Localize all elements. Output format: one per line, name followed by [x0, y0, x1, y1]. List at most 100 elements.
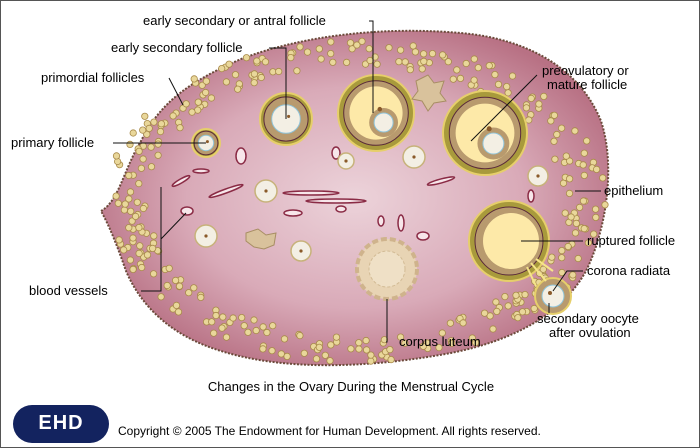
primordial-follicle — [579, 161, 587, 169]
primordial-follicle — [435, 343, 443, 352]
primordial-follicle — [353, 41, 361, 49]
primordial-follicle — [550, 111, 559, 119]
irregular-bodies — [245, 74, 447, 250]
primordial-follicle — [135, 180, 143, 188]
primordial-follicle — [387, 355, 395, 364]
primordial-follicle — [218, 65, 226, 73]
primordial-follicle — [150, 232, 158, 240]
primordial-follicle — [480, 309, 489, 317]
primordial-follicle — [558, 268, 566, 277]
primordial-follicle — [347, 345, 355, 353]
primordial-follicle — [303, 48, 312, 56]
nucleus — [264, 189, 268, 193]
primordial-follicle — [139, 204, 147, 213]
primordial-follicle — [176, 124, 184, 132]
label-primordial-follicles: primordial follicles — [41, 70, 145, 85]
primordial-follicle — [558, 254, 566, 262]
primordial-follicle — [446, 319, 454, 327]
primordial-follicle — [579, 197, 588, 205]
primordial-follicle — [145, 124, 153, 133]
primordial-follicle — [561, 209, 569, 217]
primordial-follicle — [150, 270, 158, 278]
primordial-follicle — [259, 323, 267, 331]
primordial-follicle — [444, 58, 452, 66]
primordial-follicle — [165, 264, 173, 272]
primordial-follicle — [137, 164, 145, 172]
primordial-follicle — [169, 112, 177, 120]
nucleus — [204, 234, 208, 238]
primordial-follicle — [157, 293, 165, 301]
label-epithelium: epithelium — [604, 183, 663, 198]
primordial-follicle — [332, 333, 341, 341]
primordial-follicle — [365, 45, 373, 53]
primordial-follicle — [138, 263, 146, 272]
primordial-follicle — [208, 318, 216, 326]
primordial-follicle — [470, 76, 478, 84]
primordial-follicle — [157, 120, 165, 128]
primordial-follicle — [149, 244, 157, 252]
primordial-follicle — [599, 174, 607, 182]
primordial-follicle — [453, 66, 461, 74]
primordial-follicle — [156, 128, 165, 136]
primordial-follicle — [250, 316, 258, 324]
primordial-follicle — [396, 46, 405, 54]
primordial-follicle — [547, 117, 555, 125]
primordial-follicle — [592, 213, 600, 221]
oocyte — [541, 284, 565, 308]
primordial-follicle — [474, 64, 482, 72]
primordial-follicle — [253, 57, 261, 65]
label-corpus-luteum: corpus luteum — [399, 334, 481, 349]
primordial-follicle — [250, 79, 258, 87]
primordial-follicle — [406, 66, 414, 74]
primordial-follicle — [557, 124, 566, 132]
label-secondary-oocyte-1: secondary oocyte — [537, 311, 639, 326]
primordial-follicle — [147, 143, 155, 151]
primordial-follicle — [234, 85, 242, 93]
primordial-follicle — [218, 324, 226, 332]
label-ruptured-follicle: ruptured follicle — [587, 233, 675, 248]
primordial-follicle — [571, 127, 579, 135]
primordial-follicle — [583, 137, 591, 145]
corpus-luteum — [355, 237, 419, 301]
primordial-follicle — [492, 298, 500, 306]
small-follicle — [254, 179, 278, 203]
primordial-follicle — [584, 239, 593, 247]
primordial-follicle — [419, 342, 427, 350]
primordial-follicle — [242, 54, 251, 62]
primordial-follicle — [315, 343, 323, 351]
primordial-follicle — [115, 236, 123, 244]
nucleus — [486, 126, 492, 132]
primordial-follicle — [574, 254, 582, 263]
primordial-follicle — [438, 329, 446, 337]
primordial-follicle — [154, 151, 162, 159]
primordial-follicle — [539, 265, 547, 273]
small-follicle — [402, 145, 426, 169]
label-preovulatory-1: preovulatory or — [542, 63, 629, 78]
preovulatory-follicle — [442, 90, 528, 176]
primordial-follicle — [182, 100, 190, 108]
primordial-follicle — [222, 78, 230, 86]
primordial-follicle — [420, 57, 428, 66]
primordial-follicle — [231, 71, 240, 79]
follicles — [191, 74, 572, 315]
primordial-follicle — [491, 71, 499, 79]
primordial-follicle — [355, 339, 363, 347]
primordial-follicle — [592, 165, 601, 173]
primordial-follicle — [120, 206, 129, 214]
primordial-follicle — [268, 347, 276, 355]
primordial-follicle — [207, 94, 215, 102]
primordial-follicle — [250, 70, 258, 78]
primordial-follicle — [411, 48, 419, 56]
primordial-follicle — [591, 205, 600, 213]
primordial-follicle — [504, 89, 512, 97]
primordial-follicle — [172, 301, 181, 309]
primordial-follicle — [125, 224, 133, 232]
primordial-follicle — [252, 326, 260, 335]
primordial-follicle — [448, 339, 456, 347]
primordial-follicle — [126, 140, 134, 148]
primordial-follicle — [129, 129, 137, 137]
primordial-follicle — [139, 126, 147, 134]
primordial-follicle — [112, 192, 120, 200]
primordial-follicle — [212, 311, 220, 320]
